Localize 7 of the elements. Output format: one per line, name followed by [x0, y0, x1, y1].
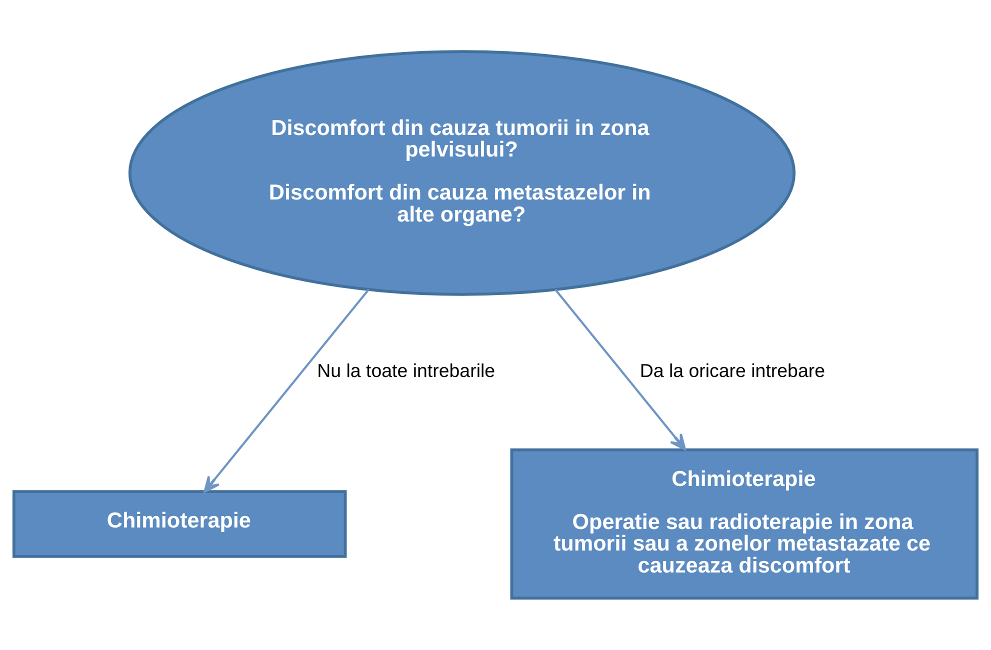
node-box: Chimioterapie: [12, 490, 347, 558]
node-box: Chimioterapie Operatie sau radioterapie in zona tumorii sau a zonelor metastazate ce cauzeaza discomfort: [510, 448, 979, 600]
edge-label: Nu la toate intrebarile: [317, 360, 496, 381]
arrow: [204, 288, 370, 493]
edge-label: Da la oricare intrebare: [640, 360, 826, 381]
arrow: [554, 288, 686, 450]
node-ellipse: Discomfort din cauza tumorii in zona pelvisului? Discomfort din cauza metastazelor in alte organe?: [128, 50, 796, 296]
